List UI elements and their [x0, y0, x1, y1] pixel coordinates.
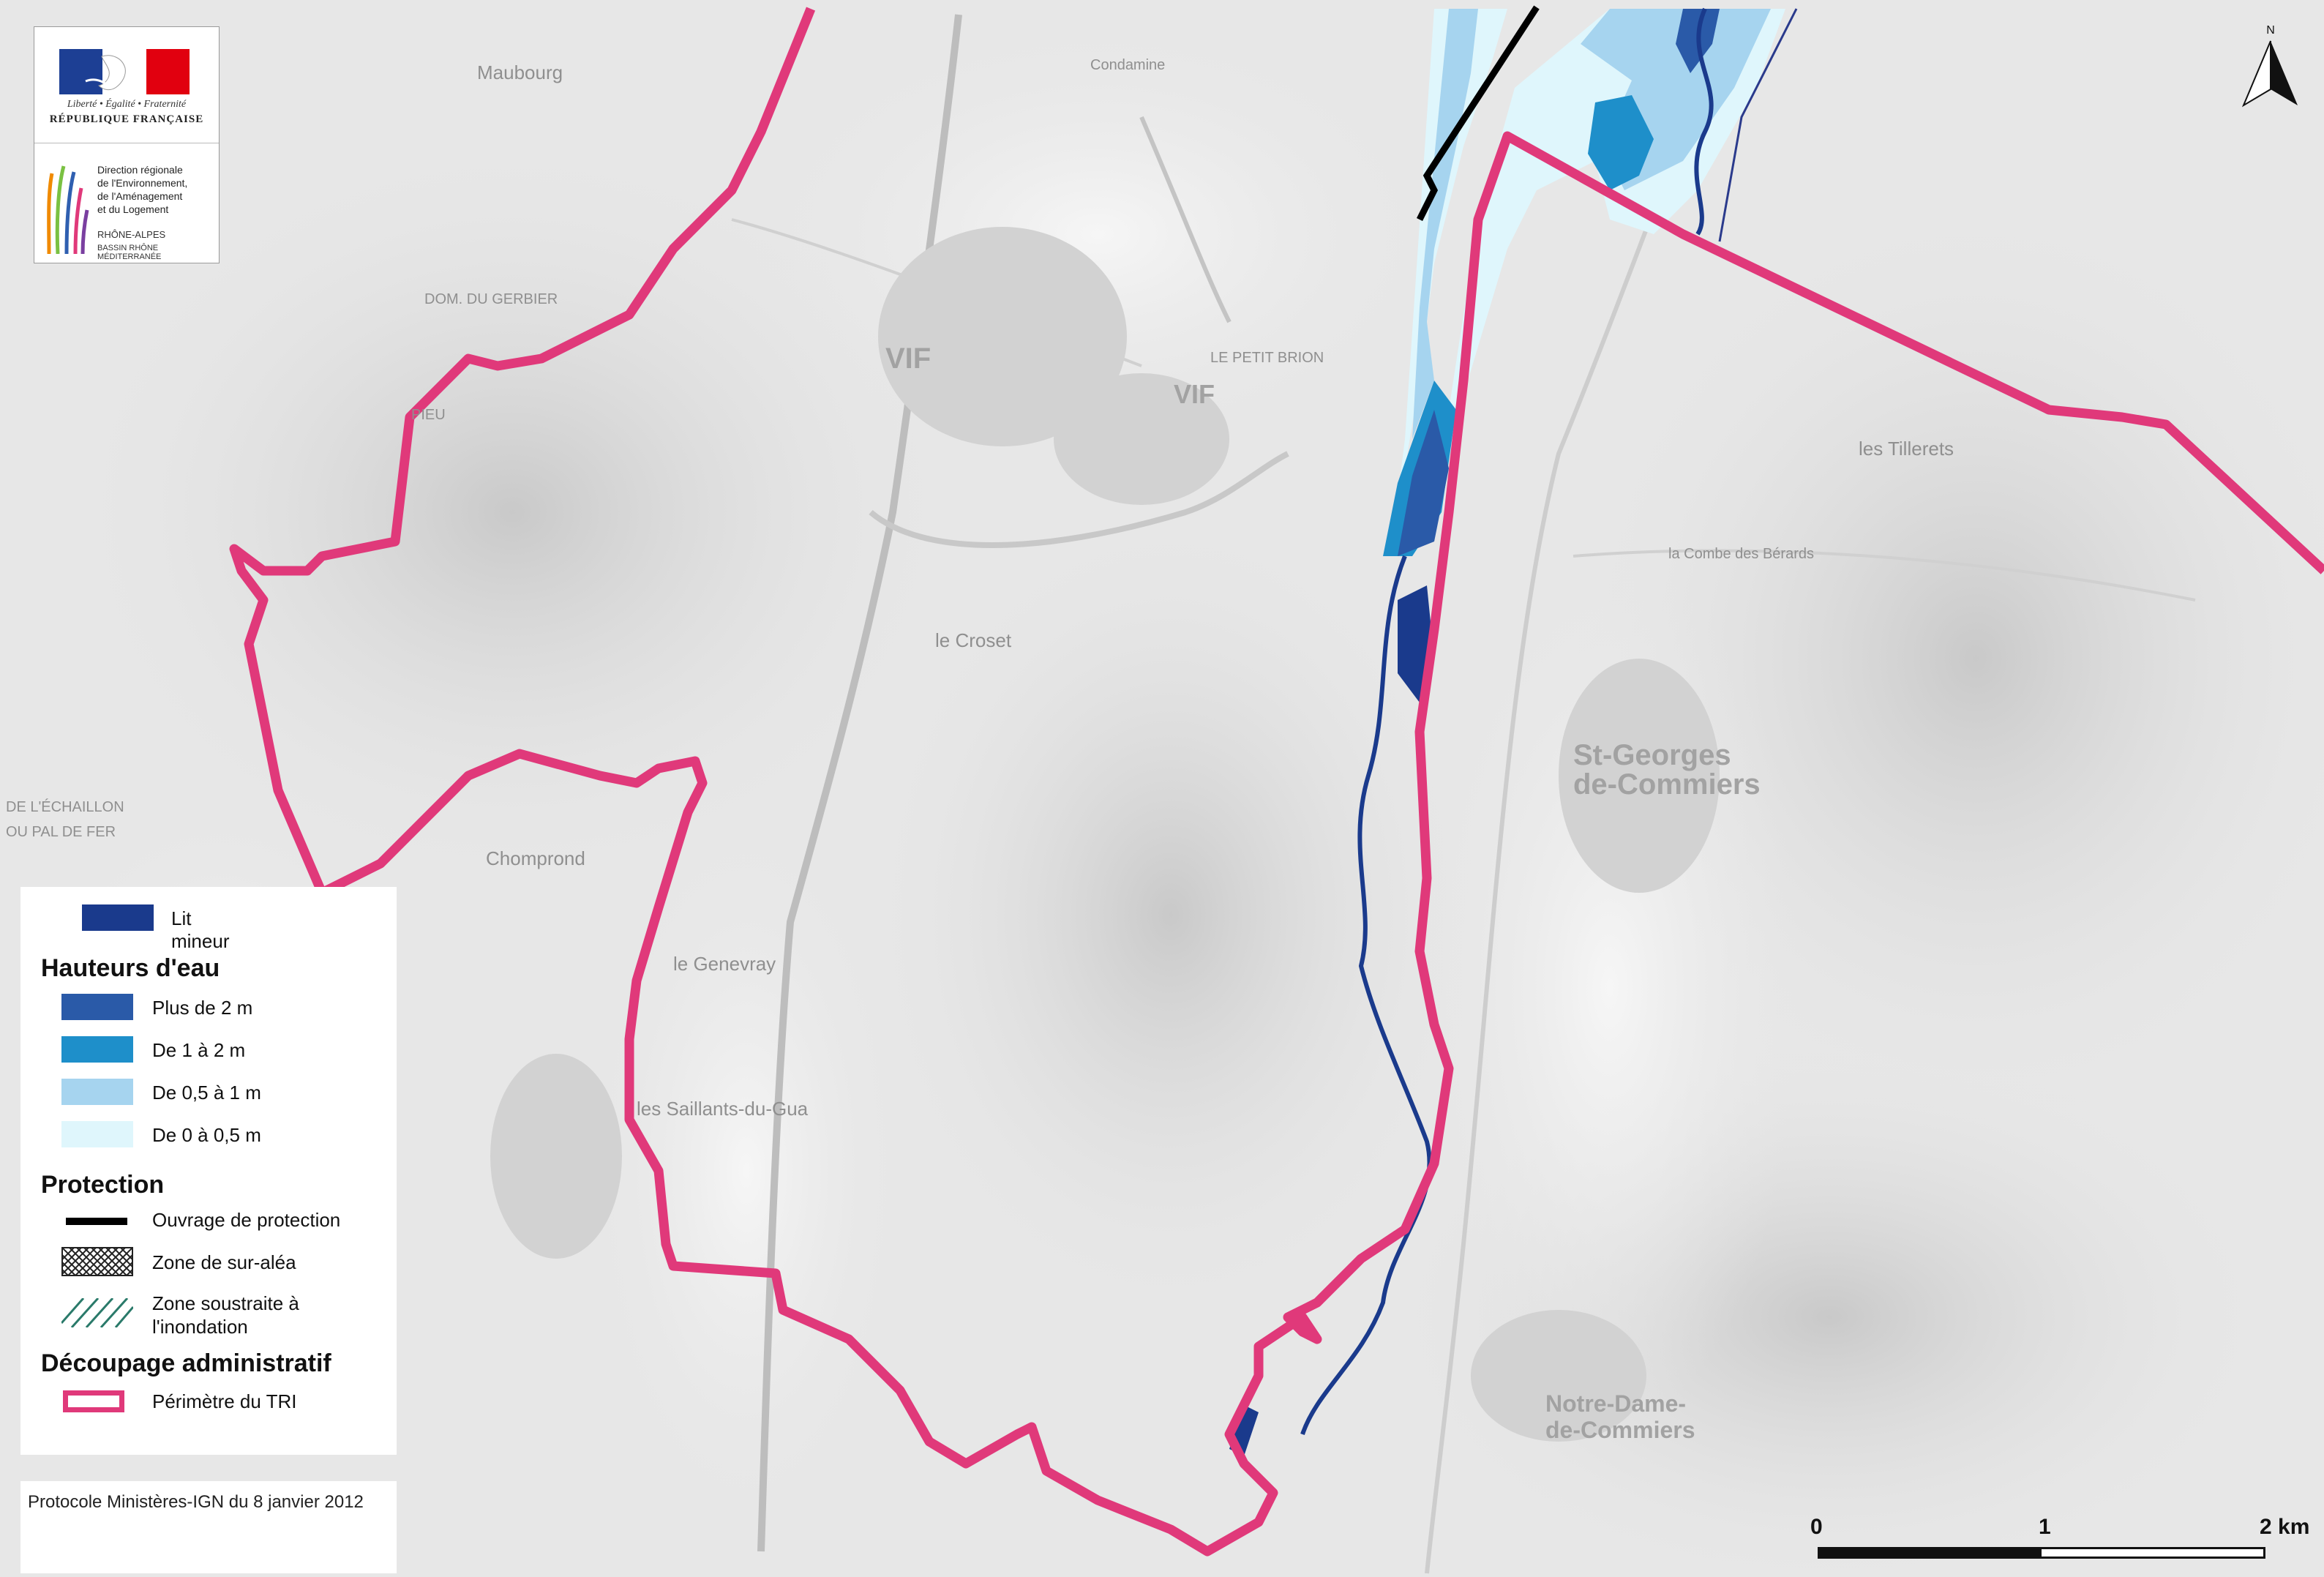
- credit-text: Protocole Ministères-IGN du 8 janvier 20…: [28, 1492, 364, 1512]
- place-label-pieu: PIEU: [411, 407, 446, 423]
- dreal-region: RHÔNE-ALPES: [97, 229, 166, 240]
- flood-zone-plus-2m: [1398, 9, 1720, 556]
- flood-zone-1-2m: [1383, 95, 1654, 556]
- place-label-petit-brion: LE PETIT BRION: [1210, 350, 1324, 366]
- place-label-vif: VIF: [885, 342, 932, 375]
- dreal-line-3: de l'Aménagement: [97, 190, 183, 202]
- urban-areas: [490, 227, 1720, 1442]
- place-label-de-commiers: de-Commiers: [1573, 768, 1761, 801]
- swatch-05-1m: [61, 1079, 133, 1105]
- map-legend: Lit mineur Hauteurs d'eau Plus de 2 m De…: [20, 887, 397, 1455]
- legend-heading-admin: Découpage administratif: [41, 1349, 331, 1377]
- legend-heading-protection: Protection: [41, 1171, 165, 1199]
- place-label-chomprond: Chomprond: [486, 847, 585, 869]
- scale-label-2km: 2 km: [2260, 1515, 2310, 1539]
- legend-label-sur-alea: Zone de sur-aléa: [152, 1251, 296, 1273]
- scale-label-0: 0: [1810, 1515, 1823, 1539]
- place-label-notre-dame: Notre-Dame-: [1545, 1390, 1687, 1417]
- swatch-sur-alea: [61, 1247, 133, 1276]
- place-label-notre-dame-commiers: de-Commiers: [1545, 1417, 1695, 1443]
- protection-works-line: [1416, 5, 1540, 222]
- scale-bar-segment: [1820, 1549, 2042, 1557]
- prefecture-logo: Liberté • Égalité • Fraternité RÉPUBLIQU…: [34, 26, 220, 263]
- swatch-1-2m: [61, 1036, 133, 1063]
- legend-label-plus-2m: Plus de 2 m: [152, 997, 253, 1019]
- map-credit: Protocole Ministères-IGN du 8 janvier 20…: [20, 1481, 397, 1573]
- swatch-protection-works: [66, 1218, 127, 1225]
- tri-perimeter: [229, 7, 2324, 1557]
- dreal-line-2: de l'Environnement,: [97, 177, 188, 189]
- legend-heading-hauteurs: Hauteurs d'eau: [41, 954, 220, 982]
- legend-label-protection-works: Ouvrage de protection: [152, 1209, 341, 1231]
- marianne-logo-icon: [59, 49, 190, 94]
- legend-label-0-05m: De 0 à 0,5 m: [152, 1124, 261, 1146]
- scale-label-1: 1: [2039, 1515, 2051, 1539]
- dreal-line-4: et du Logement: [97, 203, 169, 215]
- river-drac-minor-bed: [1300, 7, 1714, 1435]
- river-channel-deep: [1229, 585, 1434, 1456]
- swatch-plus-2m: [61, 994, 133, 1020]
- swatch-zone-soustraite: [61, 1298, 133, 1327]
- place-label-saillants: les Saillants-du-Gua: [637, 1098, 809, 1120]
- place-label-condamine: Condamine: [1090, 57, 1166, 73]
- legend-label-1-2m: De 1 à 2 m: [152, 1039, 246, 1061]
- place-label-echaillon: DE L'ÉCHAILLON: [6, 799, 124, 815]
- legend-label-zone-soustraite-2: l'inondation: [152, 1316, 248, 1338]
- logo-republic: RÉPUBLIQUE FRANÇAISE: [49, 113, 204, 125]
- scale-bar-frame: [1818, 1547, 2265, 1559]
- dreal-basin: BASSIN RHÔNE MÉDITERRANÉE: [97, 244, 162, 261]
- place-label-croset: le Croset: [935, 629, 1012, 651]
- legend-label-lit-mineur: Lit mineur: [171, 907, 230, 952]
- place-label-gerbier: DOM. DU GERBIER: [424, 291, 558, 307]
- dreal-line-1: Direction régionale: [97, 164, 183, 176]
- dreal-name: Direction régionale de l'Environnement, …: [97, 163, 187, 216]
- swatch-lit-mineur: [82, 904, 154, 931]
- place-label-pal-de-fer: OU PAL DE FER: [6, 824, 116, 840]
- place-label-genevray: le Genevray: [673, 953, 776, 975]
- republique-francaise-block: Liberté • Égalité • Fraternité RÉPUBLIQU…: [34, 27, 219, 143]
- place-label-tillerets: les Tillerets: [1859, 438, 1954, 460]
- place-label-vif-2: VIF: [1174, 379, 1215, 409]
- legend-label-zone-soustraite-1: Zone soustraite à: [152, 1292, 299, 1314]
- place-label-combe-berards: la Combe des Bérards: [1668, 546, 1814, 562]
- flood-zone-05-1m: [1412, 9, 1771, 439]
- place-label-st-georges: St-Georges: [1573, 739, 1731, 771]
- swatch-0-05m: [61, 1121, 133, 1147]
- dreal-logo-icon: [47, 165, 89, 254]
- road-network: [731, 14, 2196, 1574]
- scale-bar: 0 1 2 km: [1800, 1515, 2312, 1566]
- railway-line: [1718, 8, 1798, 242]
- legend-label-05-1m: De 0,5 à 1 m: [152, 1082, 261, 1104]
- legend-label-tri: Périmètre du TRI: [152, 1390, 297, 1412]
- logo-motto: Liberté • Égalité • Fraternité: [67, 99, 187, 110]
- place-label-maubourg: Maubourg: [477, 61, 563, 83]
- swatch-tri-perimeter: [63, 1390, 124, 1412]
- north-label: N: [2266, 24, 2275, 37]
- north-arrow-icon: N: [2241, 24, 2298, 108]
- relief-shading: [29, 15, 2324, 1577]
